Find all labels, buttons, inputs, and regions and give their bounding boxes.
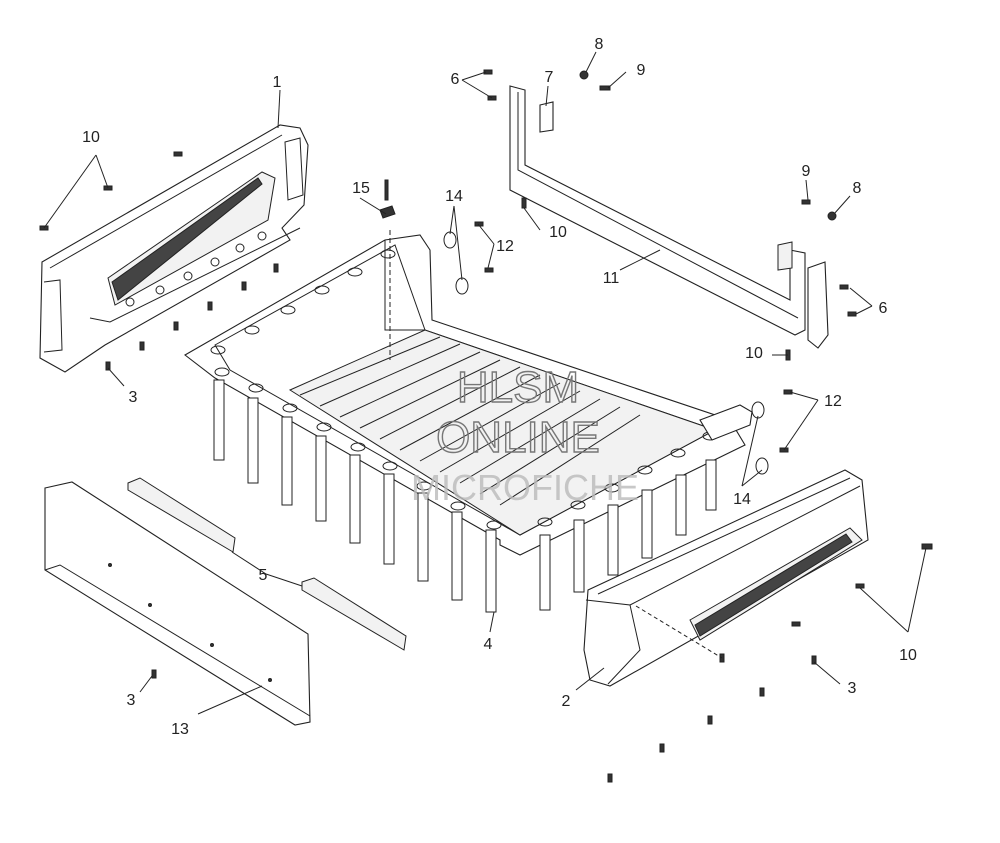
callout-10-bottom-right: 10 — [899, 647, 917, 664]
watermark: HLSM ONLINE MICROFICHE — [411, 362, 639, 508]
watermark-line-1: HLSM — [457, 363, 579, 412]
watermark-line-2: ONLINE — [436, 413, 600, 462]
callout-10-right: 10 — [745, 345, 763, 362]
callout-4: 4 — [484, 636, 493, 653]
callout-1: 1 — [273, 74, 282, 91]
callout-11: 11 — [603, 270, 620, 287]
callout-6-right: 6 — [879, 300, 888, 317]
callout-7: 7 — [545, 69, 554, 86]
callout-3-left: 3 — [129, 389, 138, 406]
leader-lines — [43, 51, 927, 715]
callout-6-top: 6 — [451, 71, 460, 88]
part-5-strips — [127, 477, 407, 651]
callout-3-bottom-left: 3 — [127, 692, 136, 709]
callout-12-top: 12 — [496, 238, 514, 255]
part-1-left-side-panel — [39, 124, 309, 373]
callout-8-right: 8 — [853, 180, 862, 197]
callout-8-top: 8 — [595, 36, 604, 53]
callout-14-right: 14 — [733, 491, 751, 508]
callout-labels: 1 10 3 6 7 8 9 15 14 12 10 11 9 8 6 10 1… — [82, 36, 917, 738]
callout-10-mid: 10 — [549, 224, 567, 241]
callout-9-right: 9 — [802, 163, 811, 180]
callout-10-top-left: 10 — [82, 129, 100, 146]
callout-12-right: 12 — [824, 393, 842, 410]
callout-15: 15 — [352, 180, 370, 197]
part-11-rear-frame — [509, 85, 829, 349]
part-4-cargo-box — [184, 230, 753, 613]
callout-14-top: 14 — [445, 188, 463, 205]
callout-3-bottom-right: 3 — [848, 680, 857, 697]
callout-9-top: 9 — [637, 62, 646, 79]
callout-13: 13 — [171, 721, 189, 738]
part-13-plate — [44, 481, 311, 726]
part-2-right-side-panel — [583, 469, 869, 687]
callout-5: 5 — [259, 567, 268, 584]
callout-2: 2 — [562, 693, 571, 710]
watermark-line-3: MICROFICHE — [411, 467, 639, 508]
